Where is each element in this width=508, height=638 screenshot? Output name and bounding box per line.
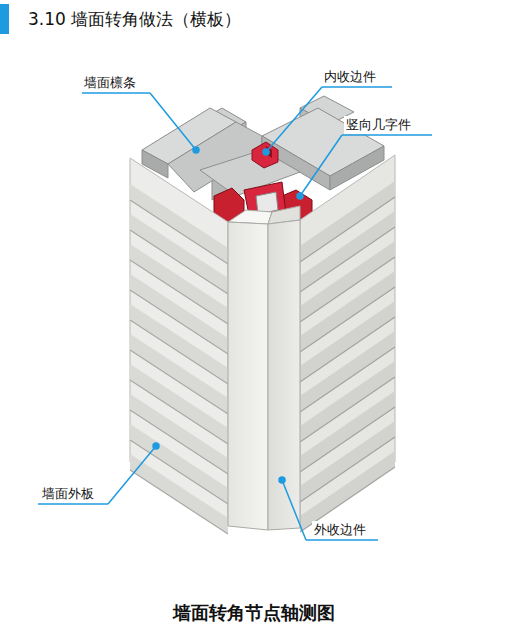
wall-purlin	[142, 96, 384, 200]
inner-trim	[252, 142, 278, 168]
corrugation	[130, 470, 228, 534]
part-label: 墙面外板	[40, 485, 96, 503]
part-label: 外收边件	[312, 521, 368, 539]
part-label: 竖向几字件	[344, 116, 413, 134]
leader-lines	[38, 87, 432, 540]
corrugation	[300, 451, 395, 532]
outer-wall-panel	[130, 158, 228, 534]
figure-caption: 墙面转角节点轴测图	[0, 601, 508, 625]
part-label: 墙面檩条	[82, 74, 138, 92]
part-label: 内收边件	[322, 68, 378, 86]
corrugation	[130, 454, 228, 534]
outer-trim	[228, 206, 300, 530]
outer-wall-panel	[300, 155, 395, 532]
title-bar	[0, 4, 9, 34]
section-title: 3.10 墙面转角做法（横板）	[28, 8, 241, 31]
